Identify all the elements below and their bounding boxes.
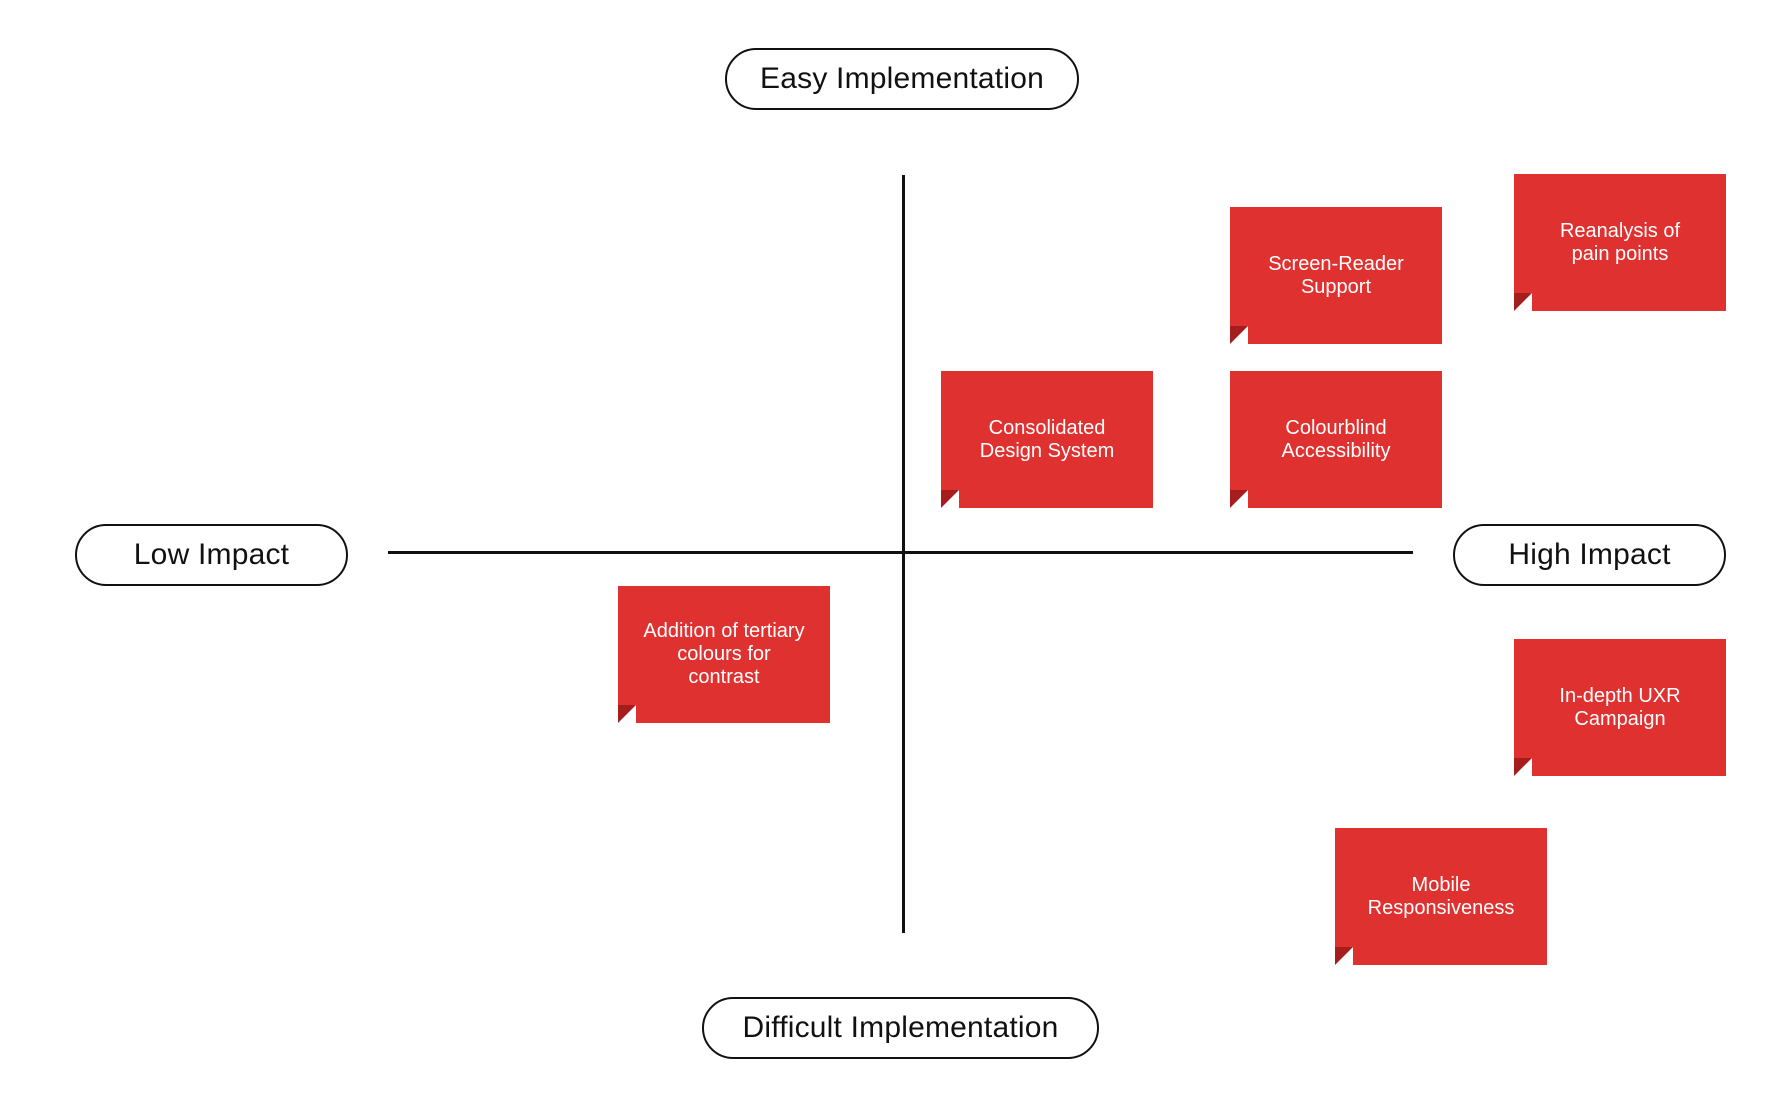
- note-fold-corner: [618, 705, 636, 723]
- axis-label-text: Easy Implementation: [760, 62, 1044, 95]
- note-fold-corner: [1514, 758, 1532, 776]
- sticky-note-label: Addition of tertiary colours for contras…: [643, 620, 805, 688]
- note-fold-corner: [1335, 947, 1353, 965]
- sticky-note-label: Reanalysis of pain points: [1559, 219, 1681, 265]
- sticky-note-screen-reader-support[interactable]: Screen-Reader Support: [1230, 207, 1442, 344]
- axis-label-text: Difficult Implementation: [742, 1011, 1059, 1044]
- sticky-note-label: Screen-Reader Support: [1268, 252, 1404, 298]
- axis-label-difficult-implementation: Difficult Implementation: [702, 997, 1099, 1059]
- sticky-note-in-depth-uxr-campaign[interactable]: In-depth UXR Campaign: [1514, 639, 1726, 776]
- note-fold-corner: [1230, 490, 1248, 508]
- axis-label-high-impact: High Impact: [1453, 524, 1726, 586]
- sticky-note-reanalysis-of-pain-points[interactable]: Reanalysis of pain points: [1514, 174, 1726, 311]
- vertical-axis-line: [902, 175, 905, 933]
- axis-label-easy-implementation: Easy Implementation: [725, 48, 1079, 110]
- note-fold-corner: [1230, 326, 1248, 344]
- axis-label-text: Low Impact: [133, 538, 290, 571]
- sticky-note-label: Consolidated Design System: [979, 416, 1115, 462]
- axis-label-low-impact: Low Impact: [75, 524, 348, 586]
- note-fold-corner: [1514, 293, 1532, 311]
- sticky-note-label: Mobile Responsiveness: [1367, 873, 1515, 919]
- note-fold-corner: [941, 490, 959, 508]
- axis-label-text: High Impact: [1508, 538, 1671, 571]
- sticky-note-colourblind-accessibility[interactable]: Colourblind Accessibility: [1230, 371, 1442, 508]
- sticky-note-label: Colourblind Accessibility: [1281, 416, 1391, 462]
- sticky-note-addition-of-tertiary-colours[interactable]: Addition of tertiary colours for contras…: [618, 586, 830, 723]
- horizontal-axis-line: [388, 551, 1413, 554]
- sticky-note-consolidated-design-system[interactable]: Consolidated Design System: [941, 371, 1153, 508]
- sticky-note-label: In-depth UXR Campaign: [1559, 684, 1681, 730]
- sticky-note-mobile-responsiveness[interactable]: Mobile Responsiveness: [1335, 828, 1547, 965]
